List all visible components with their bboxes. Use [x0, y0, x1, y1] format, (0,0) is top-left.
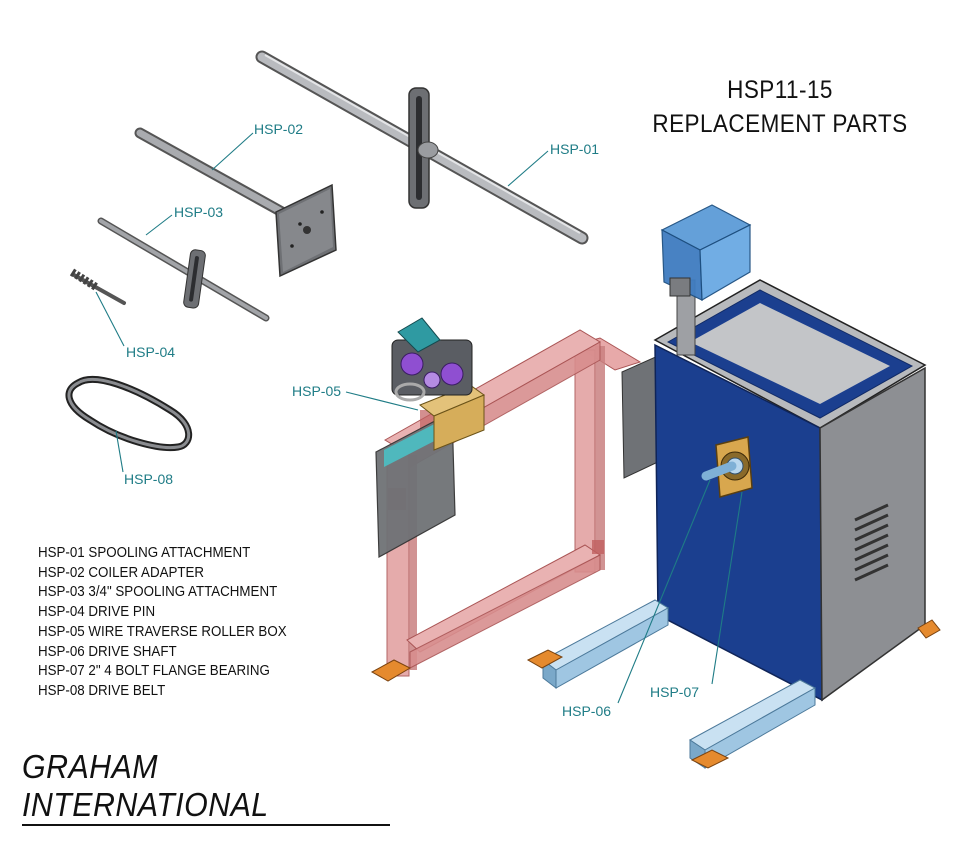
- callout-hsp-08: HSP-08: [124, 471, 173, 487]
- parts-list-item: HSP-08 DRIVE BELT: [38, 682, 166, 699]
- callout-hsp-07: HSP-07: [650, 684, 699, 700]
- callout-hsp-03: HSP-03: [174, 204, 223, 220]
- callout-hsp-06: HSP-06: [562, 703, 611, 719]
- part-three-quarter-spooling-attachment: [97, 217, 270, 322]
- parts-list-item: HSP-04 DRIVE PIN: [38, 604, 156, 621]
- part-drive-pin: [69, 268, 126, 305]
- brand-name: GRAHAM INTERNATIONAL: [22, 748, 390, 826]
- callout-hsp-02: HSP-02: [254, 121, 303, 137]
- parts-list: HSP-01 SPOOLING ATTACHMENT HSP-02 COILER…: [38, 544, 287, 702]
- leader-lines: [95, 132, 743, 704]
- parts-list-item: HSP-07 2" 4 BOLT FLANGE BEARING: [38, 663, 270, 680]
- parts-list-item: HSP-05 WIRE TRAVERSE ROLLER BOX: [38, 623, 287, 640]
- title-model: HSP11-15: [727, 76, 833, 104]
- callout-hsp-05: HSP-05: [292, 383, 341, 399]
- title-subtitle: REPLACEMENT PARTS: [652, 110, 908, 138]
- machine-assembly: [370, 204, 941, 769]
- parts-list-item: HSP-06 DRIVE SHAFT: [38, 643, 177, 660]
- parts-list-item: HSP-01 SPOOLING ATTACHMENT: [38, 545, 251, 561]
- parts-list-item: HSP-03 3/4" SPOOLING ATTACHMENT: [38, 584, 278, 601]
- callout-hsp-04: HSP-04: [126, 344, 175, 360]
- callout-hsp-01: HSP-01: [550, 141, 599, 157]
- part-coiler-adapter: [134, 127, 337, 278]
- parts-list-item: HSP-02 COILER ADAPTER: [38, 564, 205, 581]
- part-spooling-attachment: [255, 50, 589, 245]
- part-drive-belt: [65, 376, 193, 452]
